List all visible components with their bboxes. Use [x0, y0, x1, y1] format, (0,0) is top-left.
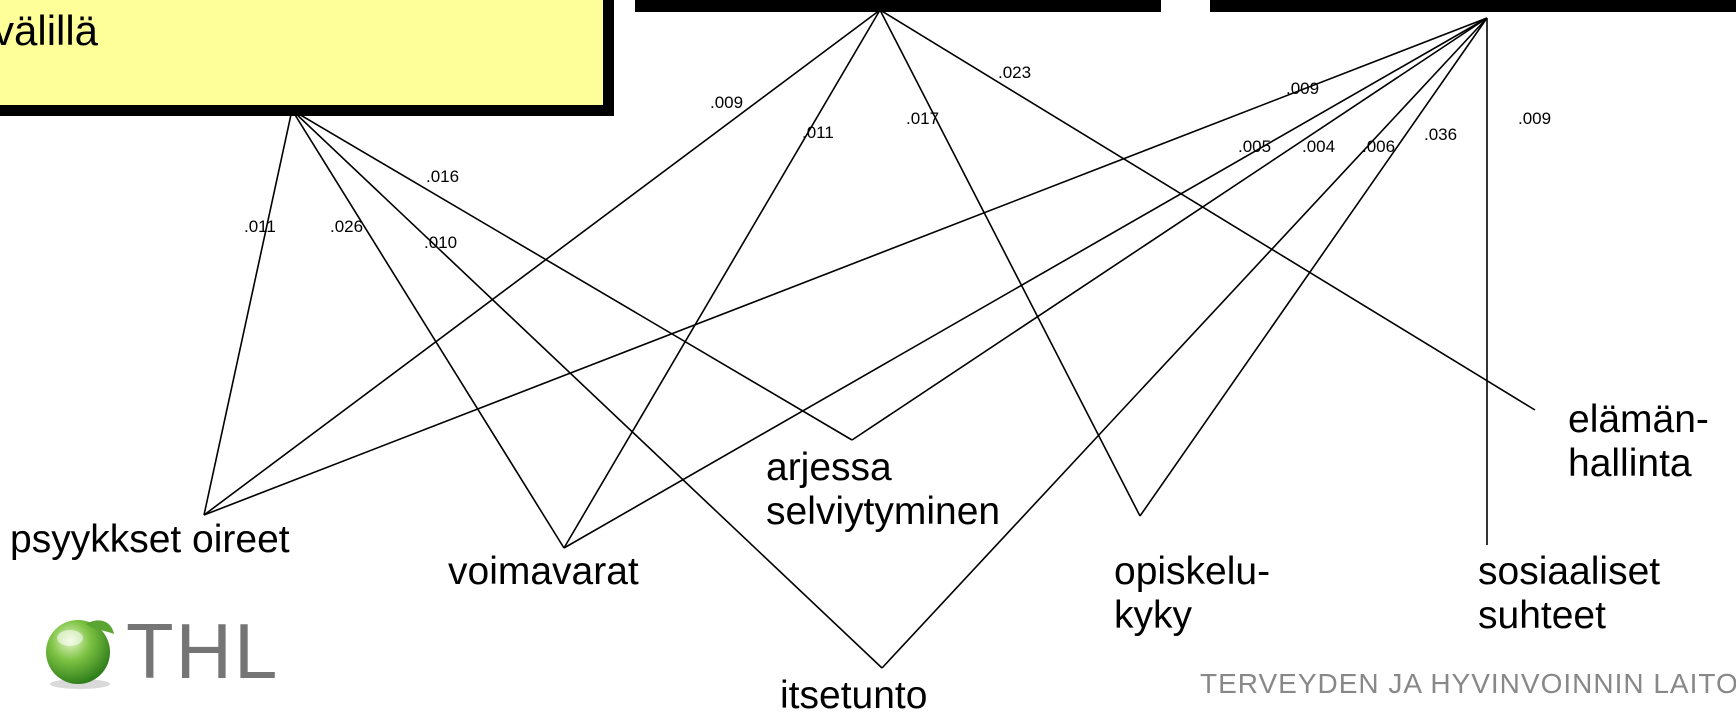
right-group-box	[1210, 0, 1736, 12]
edge-middle_group-voimavarat	[563, 9, 881, 549]
edge-middle_group-opiskelukyky	[879, 9, 1141, 517]
node-label-line: elämän-	[1568, 398, 1709, 441]
node-label-itsetunto: itsetunto	[780, 674, 927, 718]
node-label-line: selviytyminen	[766, 490, 1001, 533]
node-label-elamanhallinta: elämän-hallinta	[1568, 398, 1709, 486]
middle-group-box	[635, 0, 1161, 12]
title-text: välillä	[0, 7, 99, 54]
node-label-line: hallinta	[1568, 442, 1692, 485]
edge-weight-label: .005	[1238, 137, 1271, 156]
edge-left_group-arjessa_selviytyminen	[291, 109, 853, 441]
edge-right_group-psyykkset_oireet	[203, 17, 1488, 516]
node-label-voimavarat: voimavarat	[448, 550, 639, 594]
edge-weight-label: .011	[802, 123, 834, 142]
globe-icon	[46, 620, 114, 689]
node-label-line: voimavarat	[448, 550, 639, 593]
edge-right_group-arjessa_selviytyminen	[851, 17, 1488, 441]
edge-left_group-itsetunto	[291, 109, 883, 669]
edge-right_group-itsetunto	[881, 17, 1488, 669]
edge-right_group-voimavarat	[563, 17, 1488, 549]
logo-text: THL	[126, 607, 280, 695]
edge-left_group-psyykkset_oireet	[203, 109, 293, 516]
edge-weight-label: .026	[330, 217, 363, 236]
edge-weight-label: .006	[1362, 137, 1395, 156]
weights-layer: .011 .026 .010 .016 .009 .011 .017 .023 .009 .005…	[244, 63, 1551, 252]
node-label-line: kyky	[1114, 594, 1192, 637]
node-label-line: suhteet	[1478, 594, 1606, 637]
node-label-opiskelukyky: opiskelu-kyky	[1114, 550, 1270, 638]
edge-weight-label: .010	[424, 233, 457, 252]
edge-weight-label: .004	[1302, 137, 1335, 156]
edge-weight-label: .023	[998, 63, 1031, 82]
edge-right_group-opiskelukyky	[1139, 17, 1488, 517]
node-label-line: itsetunto	[780, 674, 928, 717]
edge-weight-label: .016	[426, 167, 459, 186]
edge-weight-label: .011	[244, 217, 276, 236]
thl-logo: THL	[40, 607, 290, 695]
node-label-line: sosiaaliset	[1478, 550, 1661, 593]
edge-middle_group-psyykkset_oireet	[203, 9, 881, 516]
node-label-line: arjessa	[766, 446, 892, 489]
footer-institute-name: TERVEYDEN JA HYVINVOINNIN LAITO	[1200, 668, 1736, 699]
edge-weight-label: .017	[906, 109, 939, 128]
edge-weight-label: .009	[1286, 79, 1319, 98]
edge-middle_group-elamanhallinta	[879, 9, 1536, 411]
edge-weight-label: .009	[1518, 109, 1551, 128]
title-box: välillä	[0, 0, 606, 108]
node-label-psyykkset_oireet: psyykkset oireet	[10, 518, 290, 562]
node-label-line: opiskelu-	[1114, 550, 1271, 593]
node-label-line: psyykkset oireet	[10, 518, 290, 561]
edge-weight-label: .036	[1424, 125, 1457, 144]
edge-left_group-voimavarat	[291, 109, 565, 549]
edges-layer	[203, 9, 1536, 669]
edge-weight-label: .009	[710, 93, 743, 112]
